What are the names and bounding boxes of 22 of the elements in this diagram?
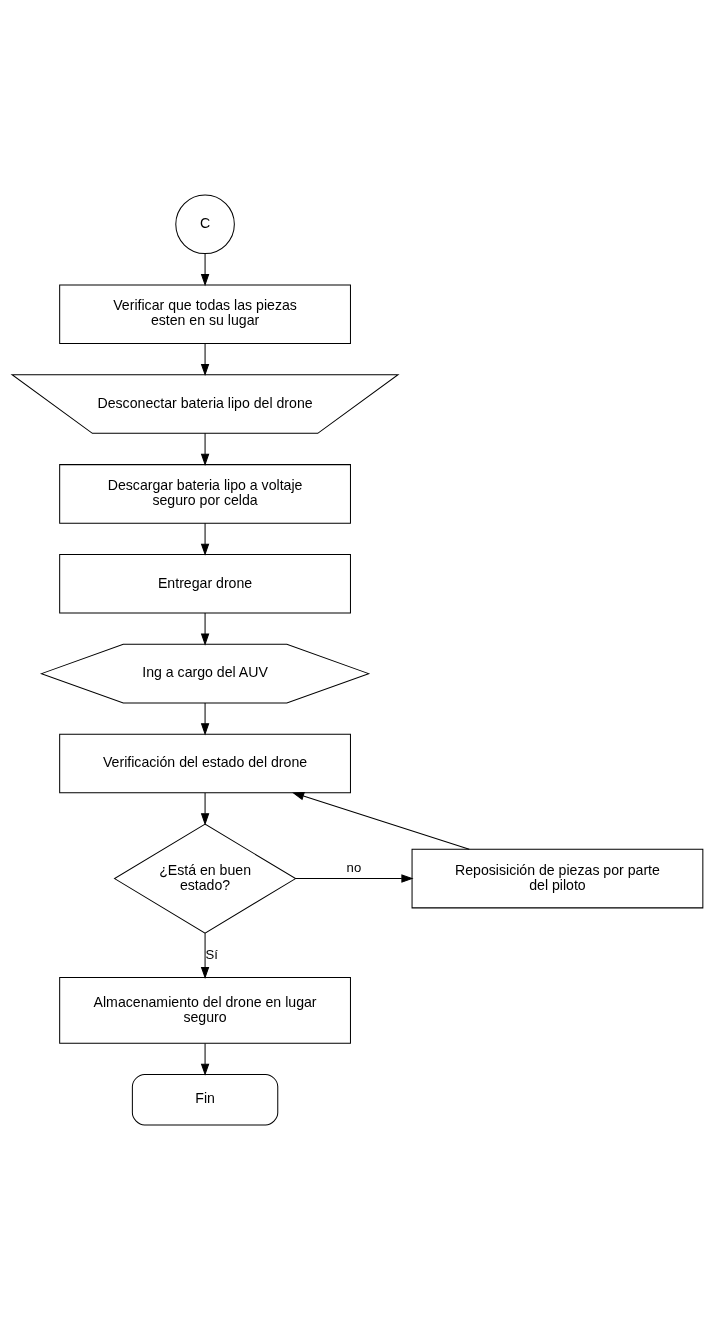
node-box: Fin [131,1073,279,1126]
node-box: Reposisición de piezas por parte del piloto [411,848,704,909]
arrow [295,874,414,883]
edge-label: no [346,859,362,875]
node-box: Descargar bateria lipo a voltaje seguro por celda [59,464,351,524]
arrow [200,253,210,287]
node-box: Almacenamiento del drone en lugar seguro [59,977,351,1044]
arrow [200,792,210,826]
node-box: Verificación del estado del drone [59,733,351,794]
node-diamond: ¿Está en buen estado? [113,823,297,934]
arrow [200,702,210,736]
node-box: Entregar drone [59,554,351,614]
arrow [200,522,210,556]
arrow [200,432,210,466]
arrow [200,1042,210,1076]
arrow [200,932,210,980]
node-box: Verificar que todas las piezas esten en su lugar [59,284,351,344]
arrow [292,792,470,850]
node-circle: C [175,194,235,255]
arrow [200,342,210,377]
edge-label: Sí [205,946,218,962]
arrow [200,612,210,646]
